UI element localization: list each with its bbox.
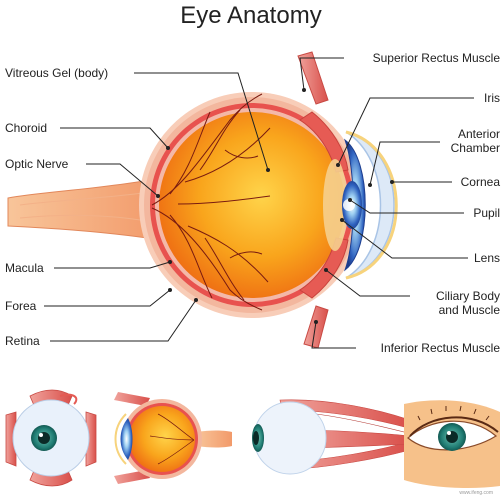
label-optic-nerve: Optic Nerve <box>5 157 69 171</box>
label-ciliary-body-line2: and Muscle <box>439 303 501 317</box>
label-choroid: Choroid <box>5 121 47 135</box>
superior-rectus-muscle-shape <box>297 51 329 105</box>
label-inferior-rectus-muscle: Inferior Rectus Muscle <box>381 341 501 355</box>
labels-left: Vitreous Gel (body) Choroid Optic Nerve … <box>5 66 108 348</box>
thumbnail-eye-cross-section <box>114 392 232 484</box>
label-ciliary-body-line1: Ciliary Body <box>436 289 500 303</box>
thumbnail-external-eye <box>404 400 500 488</box>
label-vitreous-gel: Vitreous Gel (body) <box>5 66 108 80</box>
label-iris: Iris <box>484 91 500 105</box>
leader-lines <box>44 57 474 349</box>
label-forea: Forea <box>5 299 37 313</box>
label-anterior-chamber-line1: Anterior <box>458 127 500 141</box>
label-macula: Macula <box>5 261 44 275</box>
label-retina: Retina <box>5 334 40 348</box>
label-lens: Lens <box>474 251 500 265</box>
diagram-title: Eye Anatomy <box>180 2 321 29</box>
watermark-text: www.ifeng.com <box>459 490 493 496</box>
thumbnail-eye-side-view-muscles <box>252 399 413 475</box>
label-cornea: Cornea <box>461 175 501 189</box>
main-eye-cross-section <box>7 51 398 349</box>
optic-nerve-shape <box>7 179 161 241</box>
retinal-blood-vessels <box>151 93 271 311</box>
labels-right: Superior Rectus Muscle Iris Anterior Cha… <box>373 51 501 355</box>
label-anterior-chamber-line2: Chamber <box>451 141 500 155</box>
vitreous-body <box>159 112 345 298</box>
thumbnail-eyeball-front-view <box>5 389 97 487</box>
label-pupil: Pupil <box>473 206 500 220</box>
inferior-rectus-muscle-shape <box>303 305 329 349</box>
label-superior-rectus-muscle: Superior Rectus Muscle <box>373 51 501 65</box>
lens-shape <box>323 159 347 251</box>
